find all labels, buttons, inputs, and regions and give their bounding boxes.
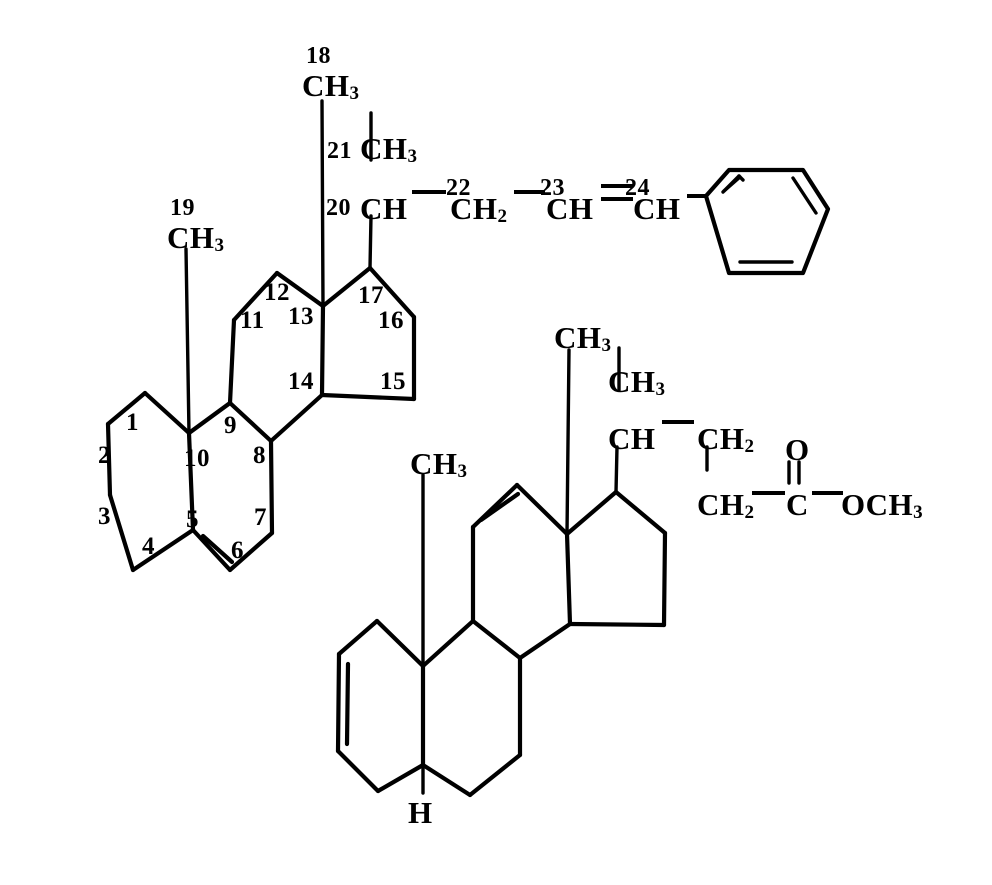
bond-c5-c6-double — [200, 533, 235, 565]
ring-number-7: 7 — [254, 504, 267, 531]
ring-number-13: 13 — [288, 303, 314, 330]
s2-bond-c3 — [514, 482, 570, 537]
label-number-20: 20 — [326, 195, 351, 221]
bond-c10-c1 — [142, 390, 192, 436]
ring-number-15: 15 — [380, 368, 406, 395]
phenyl-double-ul — [722, 175, 742, 193]
ring-number-1: 1 — [126, 409, 139, 436]
label-number-22: 22 — [446, 175, 471, 201]
s2-label-hydrogen: H — [408, 795, 433, 830]
bond-c14-c15 — [319, 392, 417, 402]
s2-bond-b2 — [470, 618, 523, 661]
ring-number-17: 17 — [358, 282, 384, 309]
bond-c17-c20 — [368, 214, 373, 270]
s2-bond-b5 — [420, 762, 473, 798]
s2-bond-a3 — [335, 748, 381, 794]
label-number-19: 19 — [170, 195, 195, 221]
bond-c10-c19-methyl — [184, 247, 191, 435]
bond-c3-c4 — [107, 492, 136, 573]
ring-number-5: 5 — [186, 506, 199, 533]
s2-label-side-methyl: CH3 — [608, 364, 666, 400]
bond-c9-c11 — [227, 317, 237, 406]
ring-number-11: 11 — [240, 307, 265, 334]
label-number-24: 24 — [625, 175, 650, 201]
label-atom-c24: CH — [633, 191, 681, 226]
bond-c11-c12 — [231, 270, 280, 323]
ring-number-3: 3 — [98, 503, 111, 530]
structure-2-skeleton — [335, 346, 843, 798]
s2-label-ch: CH — [608, 421, 656, 456]
s2-bond-a6 — [374, 618, 426, 669]
s2-bond-a2-double — [344, 661, 351, 747]
bond-c14-c8 — [268, 392, 325, 444]
ring-number-2: 2 — [98, 442, 111, 469]
s2-label-c19-methyl: CH3 — [410, 446, 468, 482]
bond-c8-c9 — [227, 400, 274, 444]
s2-bond-c4 — [564, 531, 573, 627]
bond-c13-c18-methyl — [320, 99, 325, 308]
s2-bond-d3 — [661, 530, 668, 628]
label-atom-c19: CH3 — [167, 220, 225, 256]
s2-label-carbonyl-carbon: C — [786, 487, 809, 522]
ring-number-4: 4 — [142, 533, 155, 560]
s2-bond-a4 — [375, 762, 426, 794]
s2-bond-a1 — [336, 618, 380, 657]
s2-bond-b4 — [467, 752, 523, 798]
label-atom-c21: CH3 — [360, 131, 418, 167]
bond-c7-c8 — [268, 438, 275, 536]
ring-number-9: 9 — [224, 412, 237, 439]
ring-number-10: 10 — [184, 445, 210, 472]
s2-bond-c5 — [517, 621, 573, 661]
ring-number-8: 8 — [253, 442, 266, 469]
label-number-18: 18 — [306, 43, 331, 69]
label-atom-c22: CH2 — [450, 191, 508, 227]
s2-label-methoxy: OCH3 — [841, 487, 924, 523]
s2-bond-d4 — [567, 621, 667, 628]
s2-label-ch2-a: CH2 — [697, 421, 755, 457]
label-atom-c18: CH3 — [302, 68, 360, 104]
s2-label-c18-methyl: CH3 — [554, 320, 612, 356]
bond-c1-c2 — [105, 390, 148, 427]
bond-c4-c5 — [130, 527, 196, 573]
bond-c9-c10 — [186, 400, 233, 436]
s2-bond-d2 — [613, 489, 668, 536]
bond-c12-c13 — [274, 270, 326, 309]
ring-number-12: 12 — [264, 279, 290, 306]
label-atom-c23: CH — [546, 191, 594, 226]
bond-c17-c13 — [320, 265, 373, 309]
bond-c16-c17 — [367, 265, 417, 320]
s2-label-ch2-b: CH2 — [697, 487, 755, 523]
bond-c2-c3 — [105, 421, 113, 498]
bond-c6-c7 — [227, 530, 275, 573]
label-number-21: 21 — [327, 138, 352, 164]
phenyl-double-right — [791, 176, 818, 215]
s2-bond-c2-double — [478, 491, 521, 523]
bond-c5-c6 — [190, 527, 233, 573]
s2-bond-c17-ch — [614, 445, 619, 494]
s2-bond-c18-methyl — [565, 348, 571, 536]
s2-bond-b1 — [420, 618, 476, 669]
s2-bond-a2 — [335, 651, 342, 754]
label-number-23: 23 — [540, 175, 565, 201]
bond-c5-c10 — [186, 430, 196, 533]
label-atom-c20: CH — [360, 191, 408, 226]
phenyl-ring — [703, 167, 831, 276]
s2-label-carbonyl-oxygen: O — [785, 432, 810, 467]
structure-1-skeleton — [105, 99, 831, 573]
ring-number-16: 16 — [378, 307, 404, 334]
ring-number-14: 14 — [288, 368, 314, 395]
bond-c13-c14 — [319, 303, 326, 398]
ring-number-6: 6 — [231, 537, 244, 564]
s2-bond-d1 — [564, 489, 619, 537]
